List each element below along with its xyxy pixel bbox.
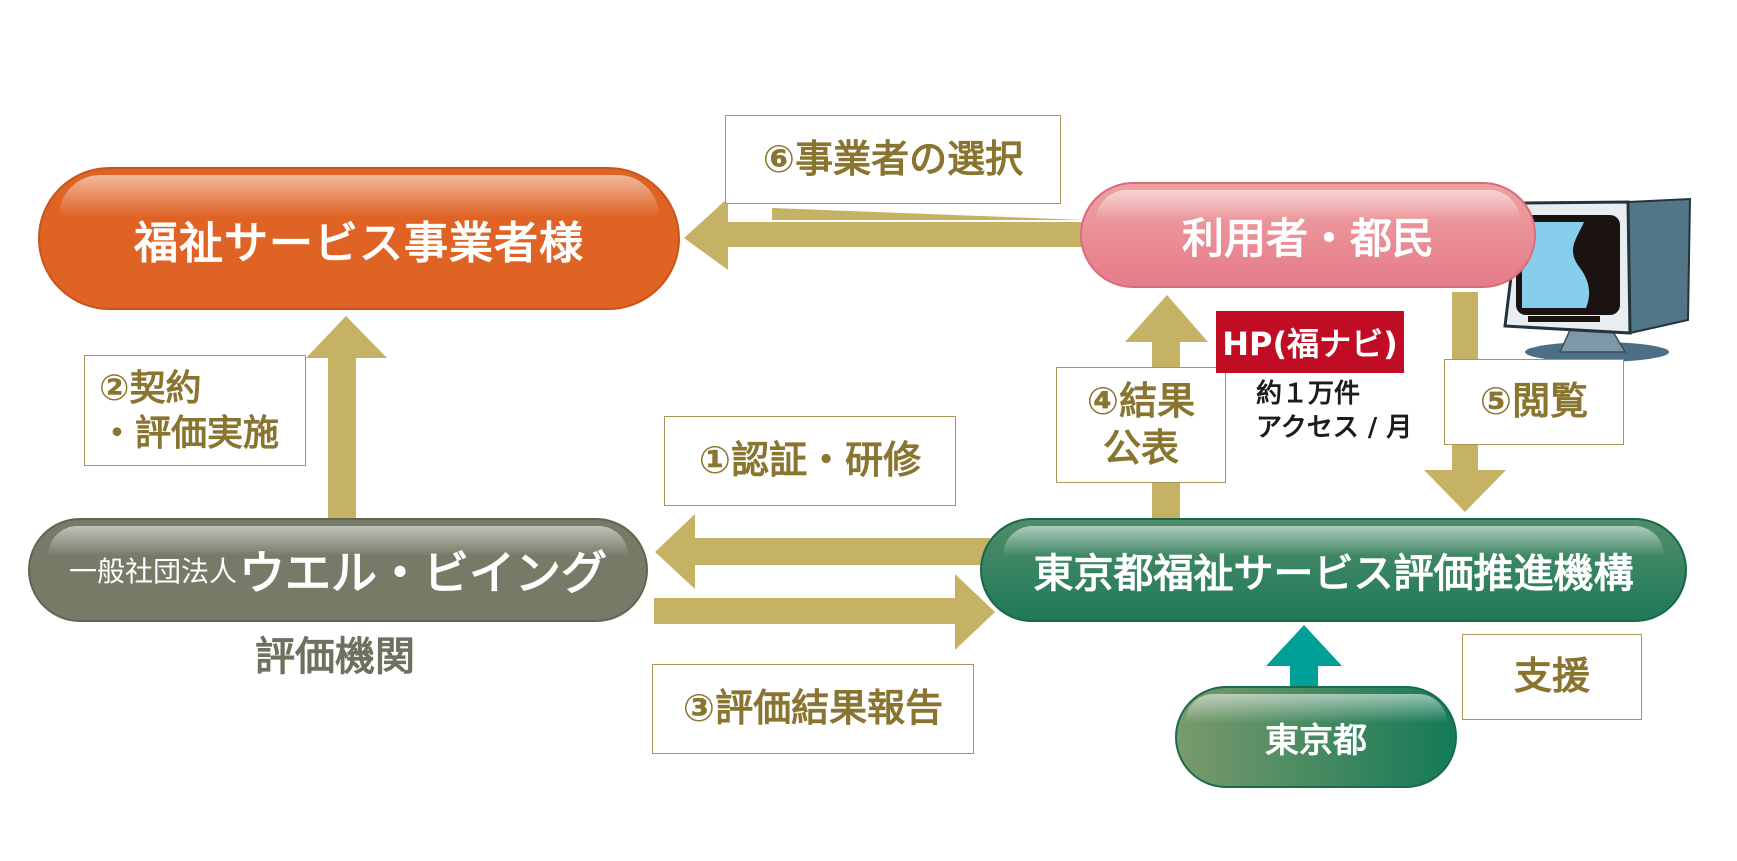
evaluator-name: ウエル・ビイング bbox=[239, 546, 607, 600]
label-step4: ④結果 公表 bbox=[1056, 367, 1226, 483]
label-support: 支援 bbox=[1462, 634, 1642, 720]
step5-text: ⑤閲覧 bbox=[1479, 379, 1589, 424]
label-step1: ①認証・研修 bbox=[664, 416, 956, 506]
access-line2: アクセス / 月 bbox=[1256, 412, 1413, 443]
label-step2: ②契約 ・評価実施 bbox=[84, 355, 306, 466]
arrow-step6 bbox=[684, 198, 1085, 270]
support-text: 支援 bbox=[1513, 654, 1590, 699]
node-label: 東京都福祉サービス評価推進機構 bbox=[1033, 551, 1634, 597]
evaluator-role-label: 評価機関 bbox=[255, 634, 415, 680]
node-evaluator: 一般社団法人 ウエル・ビイング bbox=[28, 518, 648, 622]
node-label: 福祉サービス事業者様 bbox=[134, 217, 584, 269]
arrow-step1 bbox=[655, 514, 990, 589]
step1-text: ①認証・研修 bbox=[698, 438, 922, 483]
node-label: 東京都 bbox=[1265, 720, 1367, 761]
node-welfare-provider: 福祉サービス事業者様 bbox=[38, 167, 680, 310]
label-step3: ③評価結果報告 bbox=[652, 664, 974, 754]
computer-monitor-icon bbox=[1503, 197, 1692, 362]
arrow-step2 bbox=[306, 316, 387, 518]
node-tokyo-metro: 東京都 bbox=[1175, 686, 1457, 788]
step4-text-line1: ④結果 bbox=[1086, 378, 1196, 423]
label-step6: ⑥事業者の選択 bbox=[725, 115, 1061, 204]
arrow-support bbox=[1266, 625, 1342, 686]
step6-text: ⑥事業者の選択 bbox=[762, 136, 1024, 181]
arrow-step3 bbox=[654, 574, 995, 650]
label-step5: ⑤閲覧 bbox=[1444, 359, 1624, 445]
node-label: 利用者・都民 bbox=[1181, 213, 1434, 263]
node-promotion-org: 東京都福祉サービス評価推進機構 bbox=[980, 518, 1687, 622]
access-count-note: 約１万件 アクセス / 月 bbox=[1256, 378, 1412, 446]
arrow-select-provider bbox=[772, 208, 1085, 220]
website-badge: HP(福ナビ) bbox=[1216, 311, 1404, 373]
step4-text-line2: 公表 bbox=[1102, 426, 1179, 470]
evaluator-prefix: 一般社団法人 bbox=[68, 555, 237, 588]
node-users-citizens: 利用者・都民 bbox=[1080, 182, 1536, 288]
step2-text-line2: ・評価実施 bbox=[99, 412, 280, 454]
access-line1: 約１万件 bbox=[1256, 379, 1361, 409]
step2-text-line1: ②契約 bbox=[99, 367, 202, 409]
step3-text: ③評価結果報告 bbox=[682, 686, 944, 731]
